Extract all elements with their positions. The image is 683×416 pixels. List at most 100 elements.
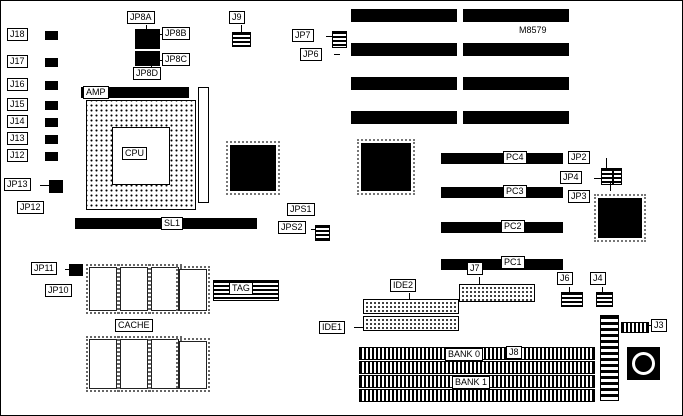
connector-jp13: [49, 180, 63, 193]
label-jp13: JP13: [4, 178, 31, 191]
leader-line-ide2: [409, 293, 410, 299]
io-chip-qfp-right: [594, 194, 646, 242]
isa-slot-bar-1a: [351, 9, 457, 22]
amp-connector-bar: [81, 87, 189, 98]
leader-line-j6: [569, 287, 570, 292]
connector-j9: [232, 32, 251, 47]
cpu-socket: [86, 100, 196, 210]
leader-line-jp8b: [156, 34, 163, 35]
j7-header: [459, 284, 535, 302]
isa-slot-bar-4b: [463, 111, 569, 124]
leader-line-jp6: [334, 54, 340, 55]
leader-line-jp4: [594, 178, 601, 179]
label-sl1: SL1: [161, 217, 184, 230]
leader-line-jp2: [606, 158, 607, 168]
cache-chip-2: [117, 264, 151, 314]
label-pc2: PC2: [501, 220, 525, 233]
leader-line-jps2: [311, 229, 315, 230]
cache-chip-4: [176, 266, 210, 314]
isa-slot-bar-2a: [351, 43, 457, 56]
cache-chip-5: [86, 336, 120, 392]
label-j14: J14: [7, 115, 28, 128]
label-ide2: IDE2: [390, 279, 417, 292]
label-cpu: CPU: [122, 147, 148, 160]
jumper-jp7-jp6: [332, 31, 347, 48]
connector-j16: [45, 81, 58, 90]
keyboard-din-connector: [627, 347, 660, 380]
label-ide1: IDE1: [319, 321, 346, 334]
leader-line-jp7: [326, 36, 334, 37]
connector-j14: [45, 118, 58, 127]
cache-chip-1: [86, 264, 120, 314]
leader-line-jp8a: [146, 25, 147, 29]
label-pc3: PC3: [503, 185, 527, 198]
label-pc4: PC4: [503, 151, 527, 164]
label-jp11: JP11: [31, 262, 57, 275]
label-jp3: JP3: [568, 190, 590, 203]
cache-chip-8: [176, 338, 210, 392]
label-bank1: BANK 1: [452, 376, 491, 389]
label-jp7: JP7: [292, 29, 314, 42]
jumper-jp3: [613, 168, 622, 185]
pci-slot-pc3: [441, 187, 563, 198]
connector-j12: [45, 152, 58, 161]
board-model-text: M8579: [519, 25, 547, 35]
isa-slot-bar-2b: [463, 43, 569, 56]
label-jp10: JP10: [45, 284, 72, 297]
label-j17: J17: [7, 55, 28, 68]
cache-chip-6: [117, 336, 151, 392]
simm-socket-2: [359, 361, 595, 374]
connector-jp11: [69, 264, 83, 276]
label-j7: J7: [467, 262, 483, 275]
leader-line-jp8c: [156, 60, 163, 61]
jumper-block-jp8-lower: [135, 51, 160, 66]
label-j8: J8: [506, 346, 522, 359]
chipset-qfp-middle: [357, 139, 415, 195]
keyboard-din-ring: [632, 352, 655, 375]
label-cache: CACHE: [115, 319, 153, 332]
connector-j17: [45, 58, 58, 67]
jumper-jps1-jps2: [315, 225, 330, 241]
jumper-block-jp8-upper: [135, 29, 160, 49]
leader-line-j9: [241, 25, 242, 33]
connector-j6: [561, 292, 583, 307]
label-amp: AMP: [83, 86, 109, 99]
label-jp4: JP4: [560, 171, 582, 184]
connector-j13: [45, 135, 58, 144]
label-jp12: JP12: [17, 201, 44, 214]
label-j16: J16: [7, 78, 28, 91]
ide2-header: [363, 299, 459, 314]
label-j15: J15: [7, 98, 28, 111]
isa-slot-bar-4a: [351, 111, 457, 124]
leader-line-jp13: [40, 185, 49, 186]
label-jp2: JP2: [568, 151, 590, 164]
label-j13: J13: [7, 132, 28, 145]
power-connector: [600, 315, 619, 401]
voltage-regulator: [198, 87, 209, 203]
label-j4: J4: [590, 272, 606, 285]
simm-socket-4: [359, 389, 595, 402]
isa-slot-bar-3a: [351, 77, 457, 90]
label-jp8c: JP8C: [162, 53, 191, 66]
label-tag: TAG: [229, 282, 253, 295]
connector-j18: [45, 31, 58, 40]
jumper-jp2-jp4: [601, 168, 613, 185]
isa-slot-bar-3b: [463, 77, 569, 90]
chipset-qfp-left: [226, 141, 280, 195]
leader-line-jp8d: [151, 64, 152, 69]
label-j6: J6: [557, 272, 573, 285]
label-jp8b: JP8B: [162, 27, 190, 40]
label-j9: J9: [229, 11, 245, 24]
cache-chip-7: [148, 336, 182, 392]
ide1-header: [363, 316, 459, 331]
label-jps1: JPS1: [287, 203, 315, 216]
isa-slot-bar-1b: [463, 9, 569, 22]
label-jp8d: JP8D: [133, 67, 162, 80]
cache-chip-3: [148, 264, 182, 314]
leader-line-j3: [647, 325, 652, 326]
connector-j15: [45, 101, 58, 110]
label-jps2: JPS2: [278, 221, 306, 234]
label-j12: J12: [7, 149, 28, 162]
leader-line-jp11: [65, 269, 69, 270]
